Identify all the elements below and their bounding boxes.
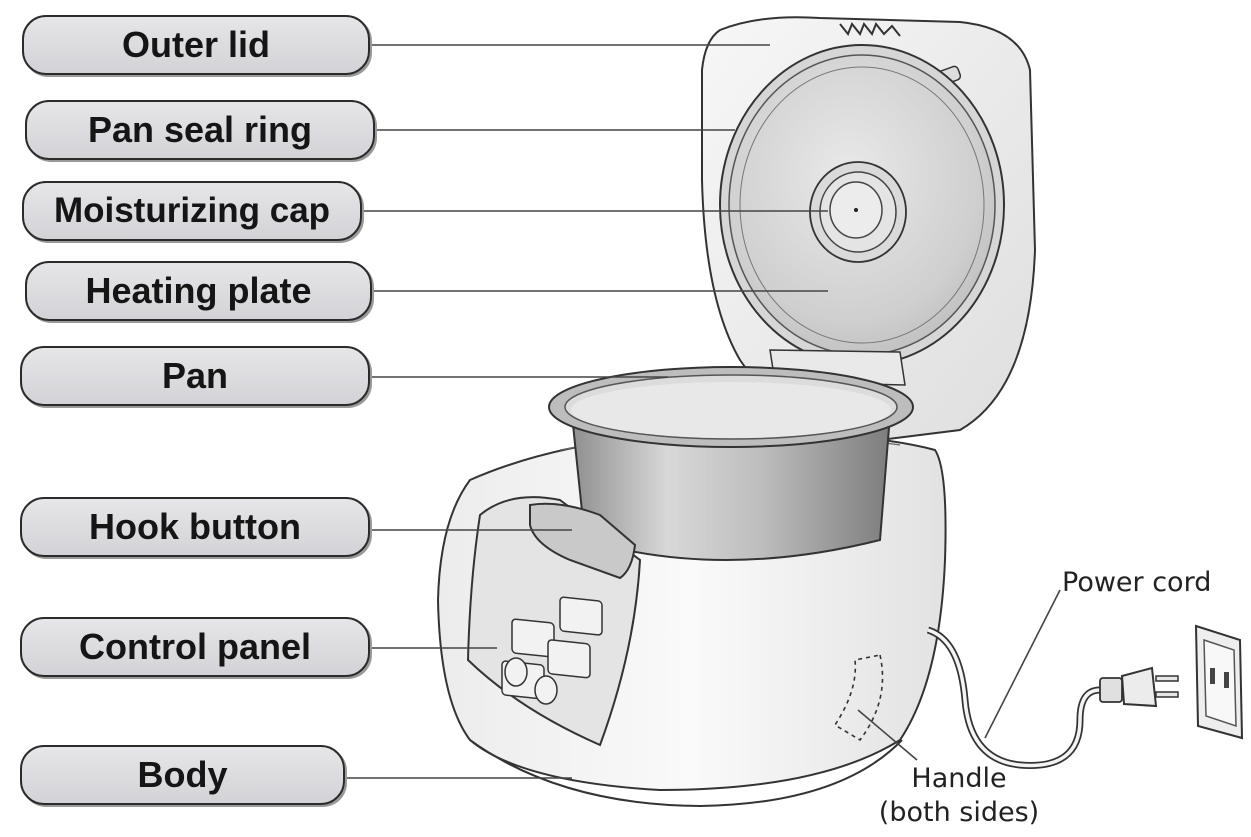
- wall-outlet-shape: [1194, 624, 1244, 740]
- label-hook-button: Hook button: [20, 497, 370, 557]
- leader-lines: [345, 44, 1061, 779]
- label-handle: Handle (both sides): [874, 762, 1044, 830]
- pan-shape: [548, 366, 914, 561]
- label-moisturizing-cap: Moisturizing cap: [22, 181, 362, 241]
- hook-button-shape: [529, 502, 637, 580]
- label-pan-seal-ring: Pan seal ring: [25, 100, 375, 160]
- handle-shape: [833, 654, 884, 742]
- leader-handle: [857, 709, 918, 761]
- leader-power-cord: [984, 589, 1061, 739]
- label-pan: Pan: [20, 346, 370, 406]
- power-cord-shape: [926, 626, 1179, 769]
- label-body: Body: [20, 745, 345, 805]
- label-control-panel: Control panel: [20, 617, 370, 677]
- moisturizing-cap-shape: [809, 161, 907, 263]
- label-handle-line1: Handle: [911, 763, 1007, 794]
- label-power-cord: Power cord: [1062, 567, 1212, 598]
- label-outer-lid: Outer lid: [22, 15, 370, 75]
- label-heating-plate: Heating plate: [25, 261, 372, 321]
- label-handle-line2: (both sides): [878, 797, 1040, 828]
